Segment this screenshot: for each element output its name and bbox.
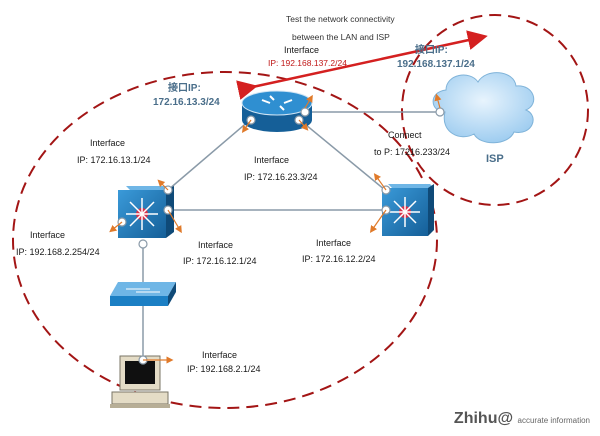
connectivity-test-arrow bbox=[236, 30, 488, 100]
right-switch-left-title: Interface bbox=[316, 238, 352, 248]
pc-icon bbox=[110, 355, 170, 408]
router-icon bbox=[241, 90, 313, 132]
router-lan-iface-title: 接口IP: bbox=[168, 83, 201, 94]
router-lan-iface-ip: 172.16.13.3/24 bbox=[153, 97, 220, 108]
isp-iface-ip: 192.168.137.1/24 bbox=[397, 59, 475, 70]
right-switch-connect-ip: to P: 17216.233/24 bbox=[374, 147, 451, 157]
access-switch-icon bbox=[110, 282, 176, 306]
watermark-tag: accurate information bbox=[517, 416, 590, 425]
left-switch-left-ip: IP: 192.168.2.254/24 bbox=[16, 247, 100, 257]
router-down-iface-title: Interface bbox=[254, 155, 290, 165]
left-switch-up-title: Interface bbox=[90, 138, 126, 148]
isp-iface-title: 接口IP: bbox=[415, 45, 448, 56]
router-isp-iface-title: Interface bbox=[284, 45, 320, 55]
right-l3-switch-icon bbox=[382, 184, 434, 236]
right-switch-left-ip: IP: 172.16.12.2/24 bbox=[302, 254, 376, 264]
left-switch-right-ip: IP: 172.16.12.1/24 bbox=[183, 256, 257, 266]
isp-label: ISP bbox=[486, 153, 504, 165]
watermark-brand: Zhihu@ bbox=[453, 410, 514, 427]
pc-iface-title: Interface bbox=[202, 350, 238, 360]
network-links bbox=[142, 111, 440, 360]
right-switch-connect-title: Connect bbox=[388, 130, 422, 140]
left-l3-switch-icon bbox=[118, 186, 174, 238]
test-note-line1: Test the network connectivity bbox=[286, 14, 395, 24]
left-switch-left-title: Interface bbox=[30, 230, 66, 240]
isp-boundary bbox=[401, 14, 589, 206]
lan-boundary bbox=[12, 71, 438, 409]
router-isp-iface-ip: IP: 192.168.137.2/24 bbox=[268, 58, 347, 68]
router-down-iface-ip: IP: 172.16.23.3/24 bbox=[244, 172, 318, 182]
left-switch-up-ip: IP: 172.16.13.1/24 bbox=[77, 155, 151, 165]
test-note-line2: between the LAN and ISP bbox=[292, 32, 390, 42]
isp-cloud-icon bbox=[432, 72, 535, 144]
pc-iface-ip: IP: 192.168.2.1/24 bbox=[187, 364, 261, 374]
left-switch-right-title: Interface bbox=[198, 240, 234, 250]
watermark: Zhihu@ accurate information bbox=[454, 410, 590, 428]
label-pointers bbox=[109, 93, 442, 364]
